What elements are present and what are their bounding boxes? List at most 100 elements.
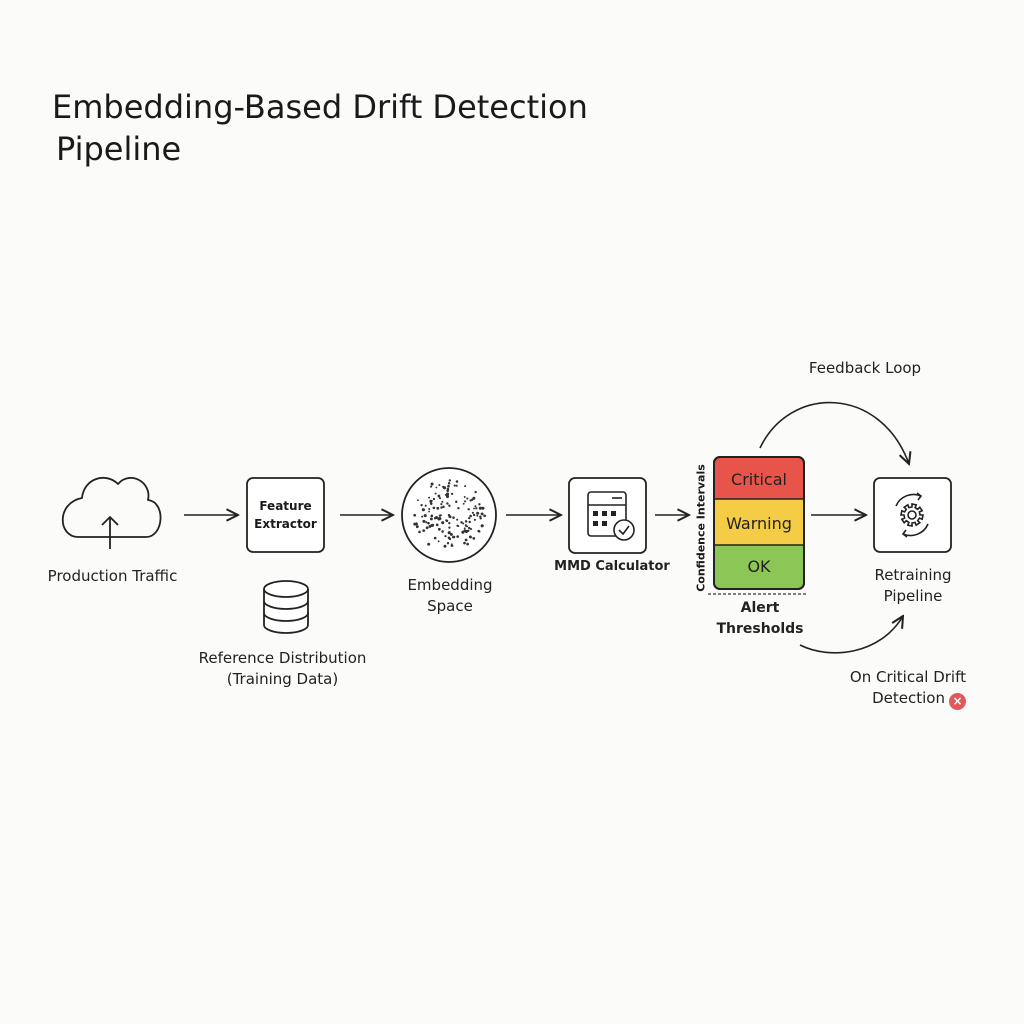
embedding-dot [445, 492, 450, 496]
embedding-dot [448, 526, 451, 529]
embedding-dot [481, 506, 485, 510]
embedding-dot [437, 494, 441, 498]
embedding-space-label: Embedding Space [390, 575, 510, 617]
embedding-dot [446, 502, 449, 505]
tier-critical-label: Critical [731, 469, 787, 489]
embedding-dot [437, 527, 441, 531]
tier-warning: Warning [716, 502, 802, 544]
flow-arrows [184, 401, 909, 654]
embedding-dot [450, 533, 453, 536]
retraining-pipeline-line-2: Pipeline [883, 587, 943, 605]
embedding-dot [428, 507, 431, 511]
embedding-dot [467, 508, 470, 511]
embedding-dot [441, 521, 445, 525]
embedding-dot [435, 486, 438, 489]
feedback-loop-label: Feedback Loop [795, 358, 935, 379]
embedding-dot [473, 507, 475, 510]
embedding-dot [425, 526, 429, 530]
embedding-dot [421, 508, 425, 512]
embedding-dot [444, 493, 447, 496]
retraining-pipeline-label: Retraining Pipeline [858, 565, 968, 607]
retraining-pipeline-line-1: Retraining [874, 566, 952, 584]
embedding-dot [455, 480, 459, 483]
embedding-dot [438, 484, 441, 486]
embedding-dot [467, 529, 470, 532]
embedding-dot [473, 518, 476, 521]
embedding-dot [464, 520, 468, 523]
embedding-dot [462, 522, 465, 525]
embedding-dot [466, 497, 469, 500]
embedding-dot [447, 481, 451, 485]
embedding-dot [441, 530, 444, 533]
embedding-dot [464, 500, 467, 503]
embedding-dot [451, 536, 454, 539]
embedding-dot [477, 512, 480, 515]
cloud-upload-icon [61, 476, 162, 549]
embedding-dot [474, 505, 477, 508]
embedding-dot [427, 542, 431, 546]
critical-trigger-line-2: Detection [872, 689, 945, 707]
embedding-dot [453, 484, 456, 487]
close-icon: × [949, 693, 966, 710]
embedding-dot [428, 510, 431, 513]
embedding-dot [433, 517, 437, 520]
embedding-dot [447, 536, 451, 540]
embedding-dot [441, 500, 444, 503]
embedding-dot [468, 526, 471, 530]
embedding-dot [471, 511, 474, 514]
embedding-dot [429, 502, 433, 505]
embedding-dot [445, 494, 450, 499]
embedding-dot [463, 541, 466, 545]
embedding-dots [413, 479, 486, 548]
feature-extractor-line-2: Extractor [254, 517, 317, 531]
embedding-dot [450, 492, 454, 496]
mmd-calculator-box [568, 477, 647, 554]
embedding-dot [434, 492, 437, 495]
embedding-dot [480, 512, 484, 516]
embedding-dot [463, 496, 466, 498]
confidence-intervals-axis: Confidence Intervals [682, 459, 720, 597]
page-title: Embedding-Based Drift Detection Pipeline [52, 86, 612, 170]
alert-thresholds-line-1: Alert [740, 600, 780, 616]
embedding-dot [448, 504, 451, 507]
embedding-dot [430, 482, 434, 486]
alert-thresholds-label: Alert Thresholds [700, 598, 820, 640]
embedding-dot [480, 524, 484, 528]
critical-trigger-line-1: On Critical Drift [849, 668, 966, 686]
embedding-dot [432, 506, 436, 510]
embedding-dot [455, 500, 458, 503]
embedding-dot [415, 525, 419, 529]
embedding-dot [466, 542, 469, 546]
embedding-dot [438, 517, 442, 521]
embedding-dot [430, 514, 434, 518]
confidence-intervals-label: Confidence Intervals [694, 464, 708, 592]
embedding-dot [478, 530, 481, 533]
embedding-dot [428, 496, 431, 499]
embedding-dot [429, 517, 433, 521]
feature-extractor-label: Feature Extractor [247, 497, 324, 533]
embedding-dot [469, 514, 472, 518]
embedding-dot [457, 507, 460, 510]
embedding-dot [444, 534, 447, 538]
mmd-calculator-label: MMD Calculator [546, 556, 678, 577]
embedding-dot [464, 485, 467, 488]
tier-critical: Critical [716, 458, 802, 500]
embedding-dot [455, 484, 458, 487]
embedding-dot [432, 497, 436, 501]
alert-threshold-stack [708, 456, 808, 595]
calculator-icon [587, 491, 635, 541]
embedding-dot [427, 521, 430, 525]
embedding-dot [469, 527, 472, 531]
embedding-dot [472, 537, 476, 540]
production-traffic-label: Production Traffic [30, 566, 195, 587]
embedding-dot [422, 529, 426, 532]
embedding-dot [436, 506, 440, 510]
embedding-dot [443, 544, 447, 548]
feature-extractor-line-1: Feature [259, 499, 312, 513]
embedding-dot [472, 513, 476, 517]
embedding-dot [475, 507, 478, 510]
embedding-dot [478, 503, 481, 506]
embedding-dot [468, 516, 471, 520]
embedding-dot [438, 497, 442, 500]
